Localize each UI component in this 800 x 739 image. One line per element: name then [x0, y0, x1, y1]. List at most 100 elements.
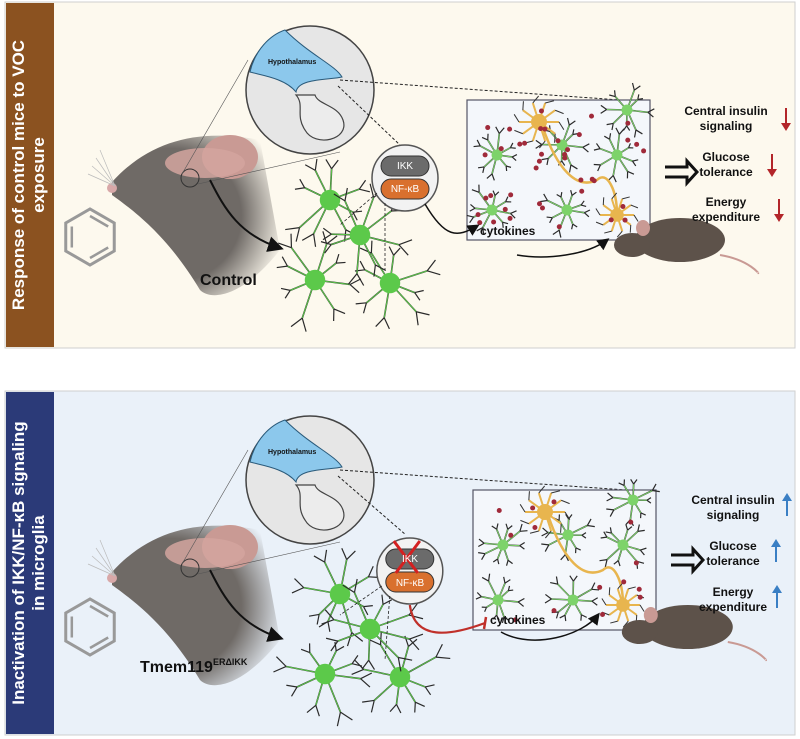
cytokine-dot: [512, 617, 518, 623]
branch: [336, 261, 346, 264]
branch: [415, 311, 419, 326]
branch: [414, 702, 416, 713]
branch: [414, 289, 424, 294]
soma: [304, 269, 326, 291]
branch: [496, 614, 500, 621]
dendrite-tip: [529, 530, 539, 534]
complex-circle: [371, 144, 439, 212]
branch: [609, 509, 615, 517]
branch: [322, 231, 328, 245]
branch: [504, 579, 511, 584]
branch: [398, 239, 413, 246]
neuron-cell: [513, 95, 565, 149]
cytokine-dot: [517, 141, 523, 147]
dendrite-tip: [554, 109, 564, 115]
microglia-cell: [535, 117, 590, 173]
outcome-line1: Energy: [706, 195, 747, 209]
branch: [581, 532, 587, 536]
cytokine-dot: [488, 193, 494, 199]
dendrite-tip: [601, 598, 607, 606]
cytokine-dot: [608, 217, 614, 223]
branch: [379, 631, 382, 645]
mouse-body: [642, 605, 733, 649]
branch: [470, 203, 476, 209]
branch: [322, 227, 332, 235]
branch: [471, 189, 480, 193]
cytokine-dot: [641, 148, 647, 154]
outcome-list: Central insulin signaling Glucose tolera…: [684, 104, 767, 224]
branch: [503, 576, 506, 584]
branch: [505, 196, 509, 202]
mouse-head-illustration: [87, 525, 280, 686]
arrow-down-icon: [767, 154, 777, 177]
branch: [507, 525, 513, 530]
cytokine-dot: [562, 155, 568, 161]
branch: [426, 270, 441, 276]
dendrite-tip: [629, 224, 632, 233]
microglia-cell: [466, 184, 517, 235]
branch: [481, 553, 486, 561]
whisker: [99, 149, 116, 187]
hypothalamus-label: Hypothalamus: [268, 449, 316, 456]
branch: [316, 614, 320, 625]
soma: [562, 529, 574, 541]
dendrite-tip: [616, 230, 623, 238]
branch: [491, 525, 498, 530]
dashed-zoom-line: [337, 475, 407, 536]
branch: [545, 593, 552, 600]
curved-arrow: [209, 569, 284, 642]
cytokine-dot: [621, 579, 627, 585]
branch: [361, 659, 370, 670]
side-title-line2: in microglia: [29, 515, 48, 611]
outcome-line1: Glucose: [709, 539, 757, 553]
branch: [586, 518, 592, 526]
branch: [591, 582, 596, 590]
branch: [647, 108, 655, 113]
soma: [349, 224, 371, 246]
microglia-cell: [276, 231, 362, 332]
branch: [327, 621, 331, 632]
arrow-up-icon: [772, 585, 782, 608]
neuron-cell: [601, 582, 645, 628]
double-arrow: [665, 157, 700, 187]
branch: [630, 478, 635, 485]
mouse-tail: [727, 641, 767, 662]
branch: [469, 207, 476, 212]
branch: [637, 94, 640, 100]
branch: [486, 173, 493, 179]
branch: [381, 594, 384, 605]
branch: [544, 544, 550, 552]
neuron-soma: [531, 114, 547, 130]
branch: [395, 704, 402, 714]
mouse-head-illustration: [87, 135, 280, 296]
soma: [617, 539, 629, 551]
branch: [347, 273, 358, 285]
branch: [373, 264, 376, 277]
branch: [363, 605, 373, 608]
benzene-icon: [64, 597, 116, 657]
branch: [336, 711, 342, 727]
branch: [358, 179, 367, 190]
dendrite-tip: [551, 490, 561, 494]
dendrite-tip: [628, 586, 636, 590]
cytokine-dot: [491, 219, 497, 225]
branch: [349, 278, 362, 286]
outcome-line2: tolerance: [706, 554, 760, 568]
branch: [426, 259, 436, 272]
dendrite-tip: [595, 221, 604, 226]
branch: [306, 704, 317, 714]
branch: [351, 632, 364, 642]
soma: [492, 594, 504, 606]
branch: [647, 111, 654, 118]
branch: [595, 143, 601, 149]
mouse-illustration: [614, 218, 760, 275]
branch: [294, 578, 305, 589]
branch: [501, 616, 505, 624]
branch: [511, 156, 517, 161]
branch: [308, 613, 320, 617]
branch: [368, 659, 375, 670]
branch: [481, 136, 488, 141]
branch: [340, 711, 353, 721]
soma: [329, 583, 351, 605]
branch: [325, 637, 338, 642]
